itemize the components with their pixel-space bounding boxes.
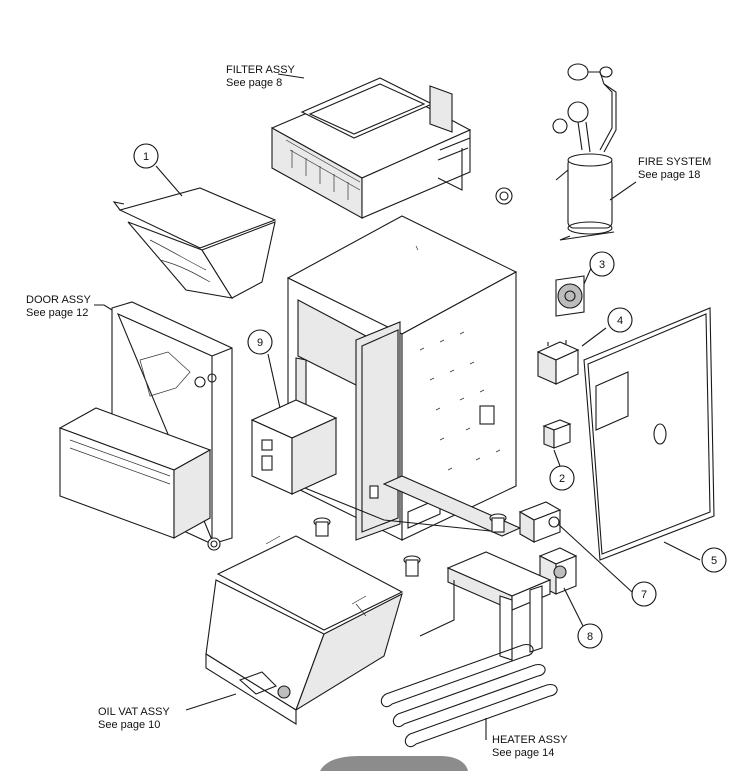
relay-part	[542, 419, 572, 467]
controller-part	[250, 353, 338, 495]
gas-valve-part	[518, 501, 633, 593]
callout-7: 7	[631, 581, 657, 607]
callout-2: 2	[549, 465, 575, 491]
callout-9: 9	[247, 329, 273, 355]
svg-text:1: 1	[143, 151, 149, 163]
svg-text:7: 7	[641, 589, 647, 601]
svg-text:3: 3	[599, 259, 605, 271]
side-panel	[583, 307, 715, 561]
callout-4: 4	[607, 307, 633, 333]
heater-assy-label: HEATER ASSY See page 14	[492, 734, 568, 760]
transformer-part	[536, 327, 607, 385]
door-assembly	[58, 301, 233, 551]
fire-system-title: FIRE SYSTEM	[638, 156, 712, 168]
oil-vat-assy-title: OIL VAT ASSY	[98, 706, 170, 718]
fryer-cabinet	[286, 215, 522, 577]
page-tab	[320, 756, 468, 771]
filter-assy-title: FILTER ASSY	[226, 64, 295, 76]
svg-text:5: 5	[711, 555, 717, 567]
door-assy-page: See page 12	[26, 307, 89, 319]
heater-assembly	[380, 551, 558, 748]
door-assy-title: DOOR ASSY	[26, 294, 91, 306]
svg-text:8: 8	[587, 631, 593, 643]
fire-system-page: See page 18	[638, 169, 701, 181]
oil-vat-assy-label: OIL VAT ASSY See page 10	[98, 706, 170, 732]
door-assy-label: DOOR ASSY See page 12	[26, 294, 91, 320]
oil-vat-assembly	[185, 535, 404, 725]
callout-5: 5	[701, 547, 727, 573]
fan-part	[555, 265, 593, 317]
oil-vat-assy-page: See page 10	[98, 719, 161, 731]
filter-assy-label: FILTER ASSY See page 8	[226, 64, 295, 90]
callout-1: 1	[133, 143, 159, 169]
heater-assy-title: HEATER ASSY	[492, 734, 568, 746]
svg-text:9: 9	[257, 337, 263, 349]
callout-3: 3	[589, 251, 615, 277]
basket-part	[112, 165, 277, 299]
fire-system-label: FIRE SYSTEM See page 18	[638, 156, 711, 182]
svg-text:4: 4	[617, 315, 623, 327]
fire-system	[495, 63, 637, 241]
filter-assy-page: See page 8	[226, 77, 283, 89]
filter-assembly	[270, 73, 472, 219]
callout-8: 8	[577, 623, 603, 649]
svg-text:2: 2	[559, 473, 565, 485]
heater-assy-page: See page 14	[492, 747, 555, 759]
